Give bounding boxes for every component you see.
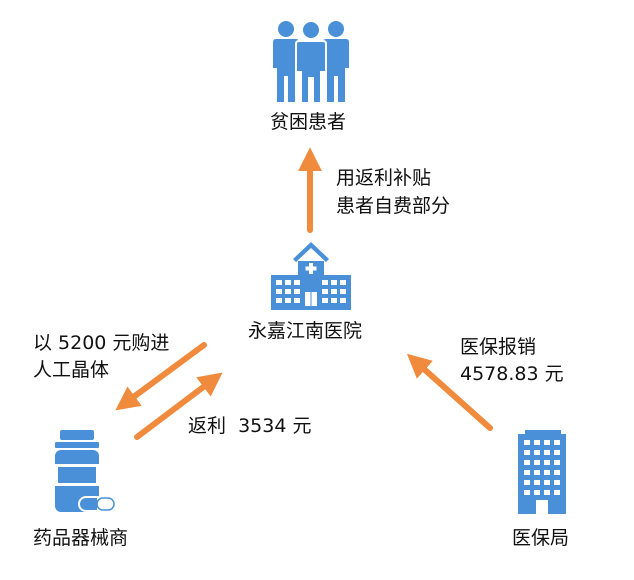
people-icon bbox=[273, 20, 349, 104]
arrow-insurance-to-hospital bbox=[406, 353, 493, 431]
office-building-icon bbox=[518, 430, 566, 514]
flow-label-reimbursement-line2: 4578.83 元 bbox=[460, 363, 564, 385]
arrow-supplier-to-hospital bbox=[134, 372, 223, 440]
node-label-insurance: 医保局 bbox=[512, 527, 570, 549]
node-label-supplier: 药品器械商 bbox=[33, 527, 129, 549]
flow-label-rebate: 返利 3534 元 bbox=[188, 415, 312, 437]
flow-label-purchase-line2: 人工晶体 bbox=[33, 359, 110, 381]
node-label-patients: 贫困患者 bbox=[270, 111, 347, 133]
arrow-hospital-to-supplier bbox=[115, 342, 207, 411]
hospital-icon bbox=[271, 242, 351, 310]
flow-label-reimbursement-line1: 医保报销 bbox=[460, 336, 537, 358]
flow-label-purchase-line1: 以 5200 元购进 bbox=[33, 332, 170, 354]
flow-label-subsidy-line1: 用返利补贴 bbox=[336, 167, 432, 189]
flow-label-subsidy-line2: 患者自费部分 bbox=[336, 195, 451, 217]
medicine-bottle-icon bbox=[55, 430, 116, 512]
node-label-hospital: 永嘉江南医院 bbox=[248, 320, 363, 342]
